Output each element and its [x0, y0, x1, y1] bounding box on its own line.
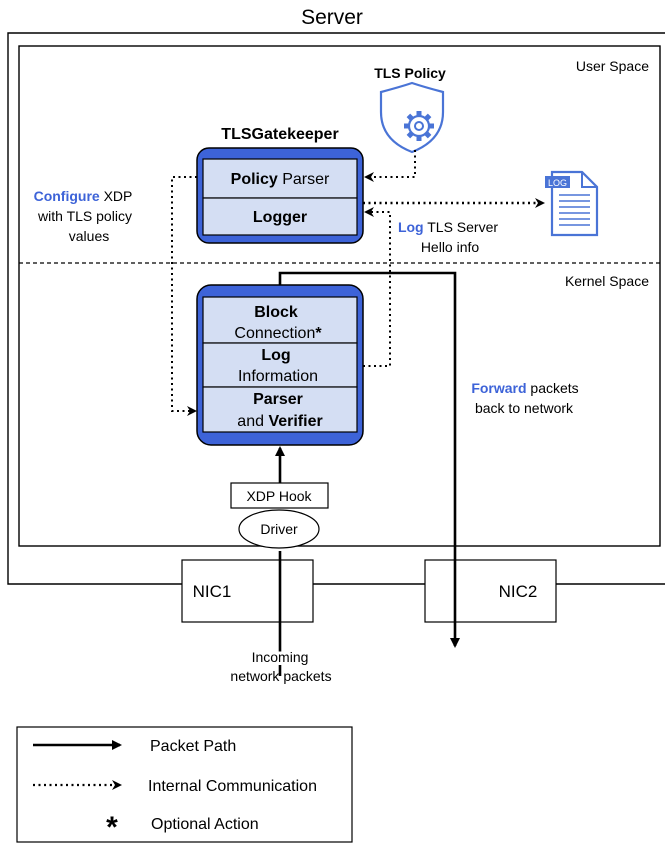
policy-parser-cell: [202, 158, 358, 199]
user-space-label: User Space: [576, 58, 649, 74]
parser-label: Parser: [253, 391, 303, 408]
incoming-label-line1: Incoming: [252, 649, 309, 665]
nic2-label: NIC2: [499, 582, 538, 601]
configure-annotation-line1: Configure XDP: [34, 188, 133, 204]
legend-optional-symbol: *: [106, 811, 118, 843]
incoming-label-halo: Incoming: [252, 649, 309, 665]
xdp-program-box: [196, 284, 364, 446]
nic1-label: NIC1: [193, 582, 232, 601]
server-title: Server: [301, 6, 363, 29]
log-annotation-line2: Hello info: [421, 239, 480, 255]
logger-cell: [202, 197, 358, 236]
verifier-label: and Verifier: [237, 413, 322, 430]
configure-annotation-line3: values: [69, 228, 109, 244]
log-file-icon: LOG: [545, 170, 599, 237]
verifier-bold: Verifier: [268, 413, 322, 430]
information-label: Information: [238, 368, 318, 385]
legend-internal-label: Internal Communication: [148, 778, 317, 795]
legend-optional-label: Optional Action: [151, 816, 259, 833]
log-information-cell: [202, 342, 358, 388]
configure-annotation-line2: with TLS policy: [37, 208, 132, 224]
forward-annotation-line2: back to network: [475, 400, 574, 416]
log-info-arrow: [363, 207, 391, 367]
policy-parser-label: Policy Parser: [231, 171, 330, 188]
log-file-tag: LOG: [548, 178, 567, 188]
gatekeeper-box: [196, 147, 364, 244]
configure-highlight: Configure: [34, 188, 100, 204]
incoming-label-line2: network packets: [230, 668, 331, 684]
xdp-hook-box: [230, 482, 329, 509]
policy-to-parser-arrow: [364, 150, 416, 182]
gatekeeper-title: TLSGatekeeper: [221, 126, 338, 143]
xdp-hook-label: XDP Hook: [246, 488, 312, 504]
block-connection-cell: [202, 296, 358, 344]
tls-policy-label: TLS Policy: [374, 65, 446, 81]
block-label: Block: [254, 304, 298, 321]
server-boundary: [7, 32, 665, 585]
policy-parser-rest: Parser: [278, 171, 330, 188]
connection-label: Connection*: [234, 325, 322, 342]
legend: Packet Path Internal Communication * Opt…: [16, 726, 353, 843]
tls-policy-shield-icon: [379, 81, 445, 154]
driver-label: Driver: [260, 521, 298, 537]
forward-packet-path: [278, 271, 460, 648]
nic2-box: [424, 559, 557, 623]
log-annotation-line1: Log TLS Server: [398, 219, 498, 235]
os-boundary: [18, 45, 661, 547]
policy-parser-bold: Policy: [231, 171, 278, 188]
forward-highlight: Forward: [471, 380, 526, 396]
gear-icon: [404, 111, 434, 141]
configure-rest: XDP: [100, 188, 133, 204]
forward-rest: packets: [527, 380, 579, 396]
optional-star: *: [315, 325, 322, 342]
connection-text: Connection: [234, 325, 315, 342]
configure-arrow: [171, 176, 197, 416]
logger-label: Logger: [253, 209, 307, 226]
parser-verifier-cell: [202, 386, 358, 433]
forward-annotation-line1: Forward packets: [471, 380, 578, 396]
log-label: Log: [261, 347, 290, 364]
verifier-pre: and: [237, 413, 268, 430]
driver-ellipse: [238, 509, 320, 549]
log-rest: TLS Server: [424, 219, 499, 235]
kernel-space-label: Kernel Space: [565, 273, 649, 289]
nic1-box: [181, 559, 314, 623]
legend-packet-path-label: Packet Path: [150, 738, 236, 755]
log-highlight: Log: [398, 219, 424, 235]
